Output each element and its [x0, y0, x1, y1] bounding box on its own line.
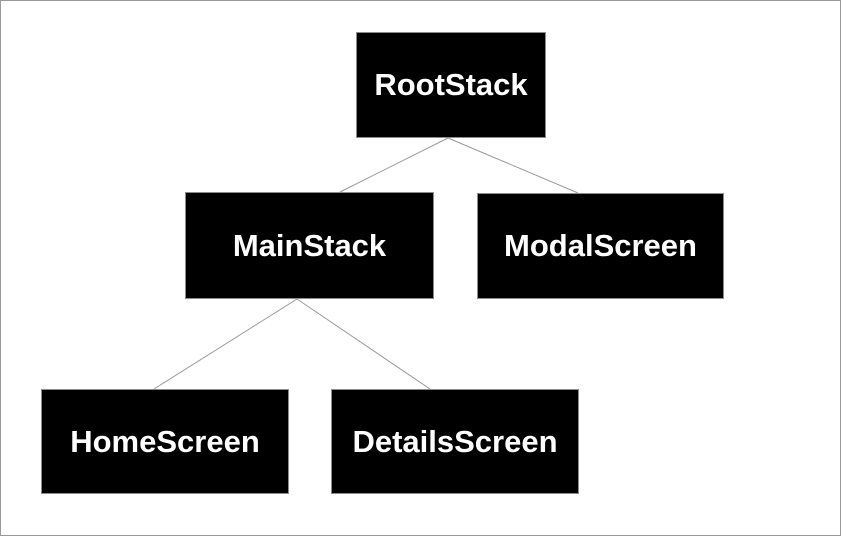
node-rootstack: RootStack	[356, 32, 546, 138]
edge-rootstack-to-mainstack	[339, 137, 449, 193]
node-label: DetailsScreen	[352, 423, 558, 459]
edge-rootstack-to-modalscreen	[447, 137, 579, 194]
edge-mainstack-to-homescreen	[153, 298, 298, 390]
node-label: RootStack	[374, 67, 528, 102]
node-label: MainStack	[232, 227, 387, 263]
node-homescreen: HomeScreen	[41, 389, 289, 494]
node-modalscreen: ModalScreen	[477, 193, 724, 299]
node-mainstack: MainStack	[185, 192, 434, 299]
node-label: ModalScreen	[504, 228, 697, 263]
node-detailsscreen: DetailsScreen	[331, 389, 579, 494]
node-label: HomeScreen	[70, 423, 260, 459]
edge-mainstack-to-detailsscreen	[296, 298, 431, 390]
